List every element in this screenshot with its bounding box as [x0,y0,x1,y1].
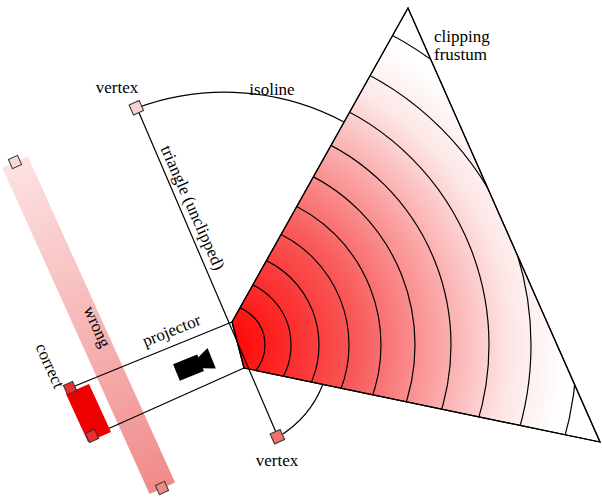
wrong-band [2,156,175,494]
isoline [35,155,415,502]
isoline [159,279,291,411]
box-corner [85,429,98,442]
band-end [8,155,21,168]
triangle-label: triangle (unclipped) [156,143,227,273]
isoline [101,221,349,469]
frustum-label: clipping frustum [434,28,510,64]
correct-label: correct [32,341,68,391]
isoline [69,189,381,501]
band-end [155,481,168,494]
projector-symbol [172,348,215,383]
vertex-label: vertex [96,79,138,97]
isoline [0,39,531,502]
isoline [0,0,577,502]
vertex-marker [129,100,144,115]
isoline-arc [137,92,344,122]
projector-label: projector [140,311,204,351]
projector-line [92,368,244,436]
isoline [0,119,451,502]
triangle-edge [137,108,278,437]
isolines [0,0,577,502]
isoline-label: isoline [249,81,294,99]
isoline-arc [278,384,323,437]
vertex-label: vertex [256,452,298,470]
vertex-marker [270,429,285,444]
isoline [131,251,319,439]
isoline [0,81,489,502]
